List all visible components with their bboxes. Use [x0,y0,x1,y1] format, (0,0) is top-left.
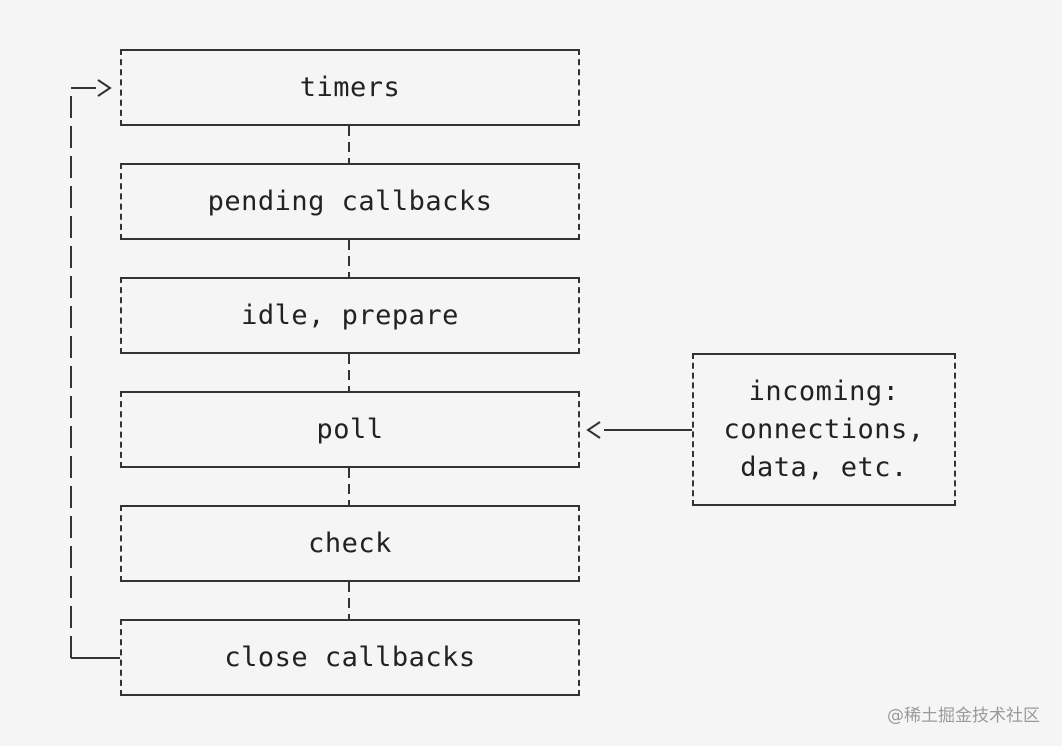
phase-close-callbacks: close callbacks [120,619,580,696]
phase-label-close-callbacks: close callbacks [224,642,476,673]
phase-timers: timers [120,49,580,126]
incoming-box: incoming: connections, data, etc. [692,353,956,506]
incoming-line-1: incoming: [748,375,900,407]
loop-back-arrowhead [97,79,112,97]
phase-label-timers: timers [299,72,401,103]
watermark: @稀土掘金技术社区 [887,706,1040,726]
incoming-line-2: connections, [723,413,925,445]
phase-check: check [120,505,580,582]
phase-pending-callbacks: pending callbacks [120,163,580,240]
phase-label-pending-callbacks: pending callbacks [207,186,493,217]
phase-label-check: check [308,528,392,559]
phase-label-idle-prepare: idle, prepare [241,300,459,331]
incoming-line-3: data, etc. [740,451,908,483]
phase-label-poll: poll [316,414,384,445]
phase-idle-prepare: idle, prepare [120,277,580,354]
incoming-arrowhead [586,421,601,439]
phase-poll: poll [120,391,580,468]
